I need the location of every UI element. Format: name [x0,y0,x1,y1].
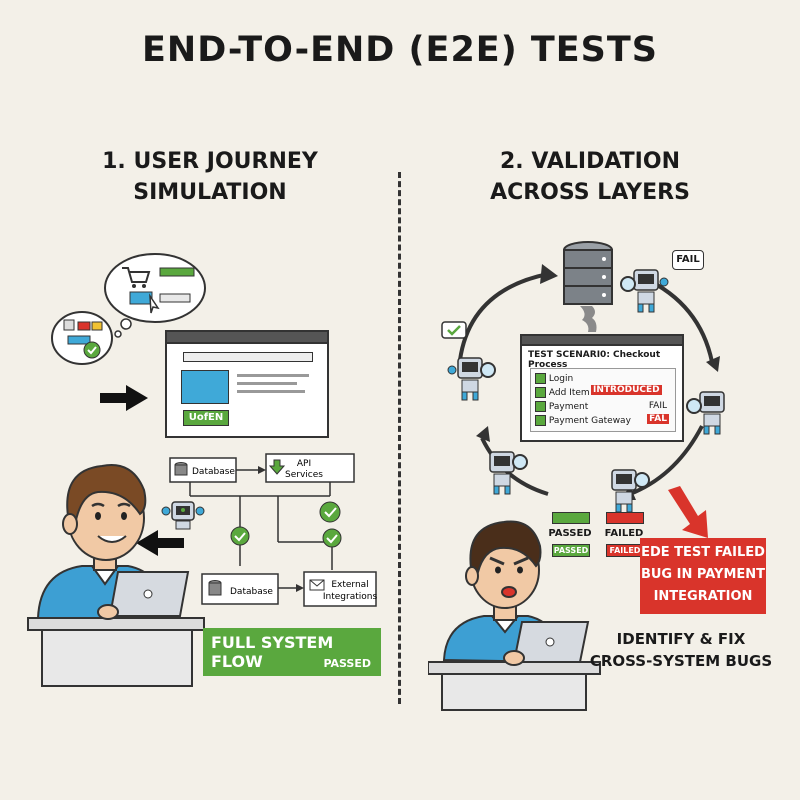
download-icon [268,459,286,475]
fail-banner-line3: INTEGRATION [653,589,753,604]
fix-line2: CROSS-SYSTEM BUGS [589,652,773,670]
browser-window: UofEN [165,330,329,438]
svg-text:API: API [297,459,311,469]
test-robot-icon [161,501,205,530]
database-icon [208,580,222,596]
robot-inspector-icon [489,451,528,495]
database-top-label: Database [192,467,235,477]
fail-speech-bubble: FAIL [672,250,704,270]
checkbox-checked-icon [535,387,546,398]
right-heading-line1: 2. VALIDATION [500,149,680,174]
checkbox-checked-icon [535,401,546,412]
step-row: Login [535,373,573,384]
fail-banner-line2: BUG IN PAYMENT [640,567,766,582]
step-label: Payment [548,402,589,412]
check-icon [230,501,342,548]
test-scenario-panel: TEST SCENARI0: Checkout Process Login Ad… [520,334,684,442]
browser-address-bar [183,352,313,362]
server-icon [563,241,613,332]
passed-badge: PASSED [552,544,590,557]
pass-banner-line2: PASSED [323,657,371,670]
robot-inspector-icon [620,269,669,313]
passed-label: PASSED [548,528,592,539]
failed-badge: FAILED [606,544,644,557]
left-arrow-icon [136,530,184,556]
browser-titlebar [167,332,327,344]
scenario-title: TEST SCENARI0: Checkout Process [528,350,661,370]
fail-banner-line1: EDE TEST FAILED [641,545,765,560]
red-arrow-icon [668,486,708,538]
thought-bubbles [51,253,206,365]
svg-text:External: External [331,580,368,590]
fix-line1: IDENTIFY & FIX [616,630,746,648]
identify-fix-caption: IDENTIFY & FIX CROSS-SYSTEM BUGS [576,628,786,672]
step-label: Payment Gateway [548,416,631,426]
left-heading-line2: SIMULATION [133,180,287,205]
robot-inspector-icon [611,469,650,513]
developer-avatar-happy [27,464,205,687]
pass-banner-line1: FULL SYSTEM FLOW [211,633,334,671]
svg-text:Database: Database [230,587,273,597]
full-system-flow-passed-banner: FULL SYSTEM FLOW PASSED [203,628,381,676]
left-heading-line1: 1. USER JOURNEY [102,149,318,174]
svg-text:Integrations: Integrations [323,592,378,602]
cart-icon [122,267,151,288]
robot-inspector-icon [686,391,725,435]
step-row: Payment FAIL [535,401,671,412]
browser-image [181,370,229,404]
browser-button[interactable]: UofEN [183,410,229,426]
right-section-heading: 2. VALIDATION ACROSS LAYERS [440,146,740,208]
system-flow-diagram: Database API Services Database External … [169,453,378,607]
passed-bar [552,512,590,524]
section-divider [398,172,401,704]
failed-bar [606,512,644,524]
right-heading-line2: ACROSS LAYERS [490,180,690,205]
step-status: INTRODUCED [591,385,662,395]
checkbox-checked-icon [535,415,546,426]
scenario-titlebar [522,336,682,346]
cursor-icon [149,293,160,314]
step-label: Login [548,374,574,384]
scenario-steps: Login Add Item INTRODUCED Payment FAIL P… [530,368,676,432]
left-section-heading: 1. USER JOURNEY SIMULATION [60,146,360,208]
page-title: END-TO-END (E2E) TESTS [142,30,658,70]
checkbox-checked-icon [535,373,546,384]
step-status: FAL [647,414,669,424]
database-icon [174,462,188,476]
step-row: Add Item INTRODUCED [535,385,671,398]
check-speech-bubble [441,321,467,339]
right-arrow-icon [100,385,148,411]
svg-text:Services: Services [285,470,323,480]
step-label: Add Item [548,388,590,398]
e2e-test-failed-banner: EDE TEST FAILED BUG IN PAYMENT INTEGRATI… [640,538,766,614]
failed-label: FAILED [604,528,644,539]
mail-icon [309,579,325,591]
robot-inspector-icon [447,357,496,401]
developer-avatar-frustrated [428,520,601,711]
step-row: Payment Gateway FAL [535,414,671,426]
step-status: FAIL [648,401,667,411]
